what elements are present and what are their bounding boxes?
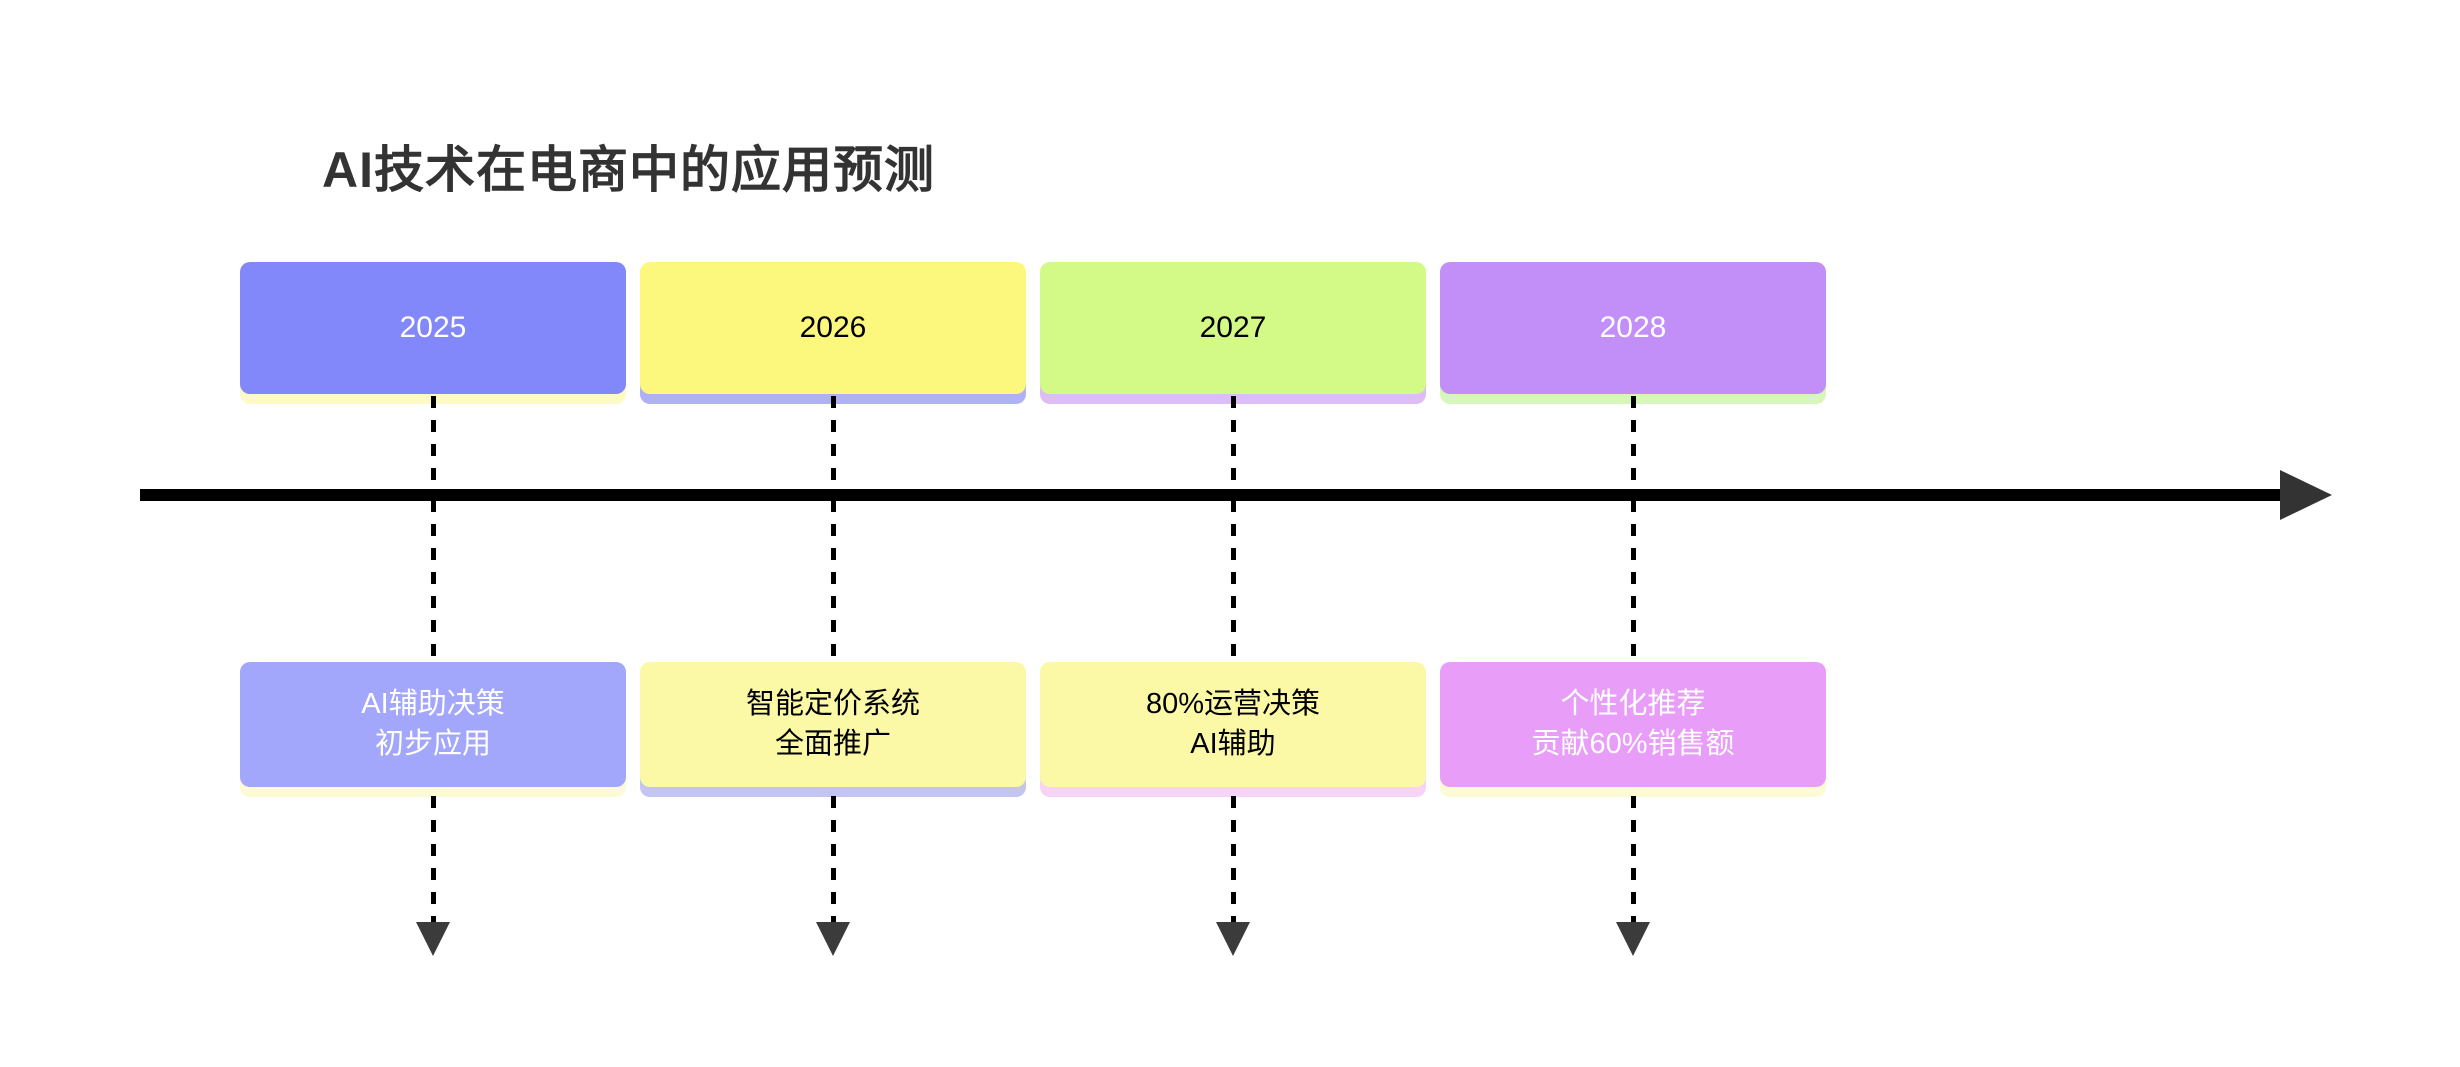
year-label: 2025 (399, 311, 467, 344)
event-card[interactable]: 智能定价系统 全面推广 (640, 662, 1026, 787)
connector-arrow-icon (816, 922, 850, 956)
event-card[interactable]: AI辅助决策 初步应用 (240, 662, 626, 787)
year-card[interactable]: 2027 (1040, 262, 1426, 394)
connector-arrow-icon (1216, 922, 1250, 956)
timeline-node-2027: 2027 80%运营决策 AI辅助 (1040, 0, 1426, 1067)
event-label: AI辅助决策 初步应用 (361, 688, 505, 760)
event-card[interactable]: 80%运营决策 AI辅助 (1040, 662, 1426, 787)
connector-dashed-upper (1230, 396, 1236, 494)
year-label: 2028 (1599, 311, 1667, 344)
connector-arrow-icon (416, 922, 450, 956)
year-card[interactable]: 2028 (1440, 262, 1826, 394)
page-title: AI技术在电商中的应用预测 (322, 142, 935, 198)
connector-dashed-lower (430, 796, 436, 926)
connector-dashed-lower (830, 796, 836, 926)
event-card[interactable]: 个性化推荐 贡献60%销售额 (1440, 662, 1826, 787)
connector-dashed-lower (1630, 796, 1636, 926)
year-label: 2026 (799, 311, 867, 344)
event-label: 80%运营决策 AI辅助 (1145, 688, 1321, 760)
connector-dashed-middle (430, 500, 436, 662)
event-label: 个性化推荐 贡献60%销售额 (1531, 688, 1735, 760)
connector-arrow-icon (1616, 922, 1650, 956)
timeline-node-2026: 2026 智能定价系统 全面推广 (640, 0, 1026, 1067)
year-card[interactable]: 2026 (640, 262, 1026, 394)
connector-dashed-upper (430, 396, 436, 494)
year-card[interactable]: 2025 (240, 262, 626, 394)
connector-dashed-upper (1630, 396, 1636, 494)
connector-dashed-middle (1630, 500, 1636, 662)
connector-dashed-middle (830, 500, 836, 662)
event-label: 智能定价系统 全面推广 (745, 688, 920, 760)
timeline-axis-line (140, 489, 2300, 501)
connector-dashed-upper (830, 396, 836, 494)
timeline-node-2028: 2028 个性化推荐 贡献60%销售额 (1440, 0, 1826, 1067)
connector-dashed-middle (1230, 500, 1236, 662)
year-label: 2027 (1199, 311, 1267, 344)
connector-dashed-lower (1230, 796, 1236, 926)
timeline-axis-arrow-icon (2280, 470, 2332, 520)
timeline-node-2025: 2025 AI辅助决策 初步应用 (240, 0, 626, 1067)
